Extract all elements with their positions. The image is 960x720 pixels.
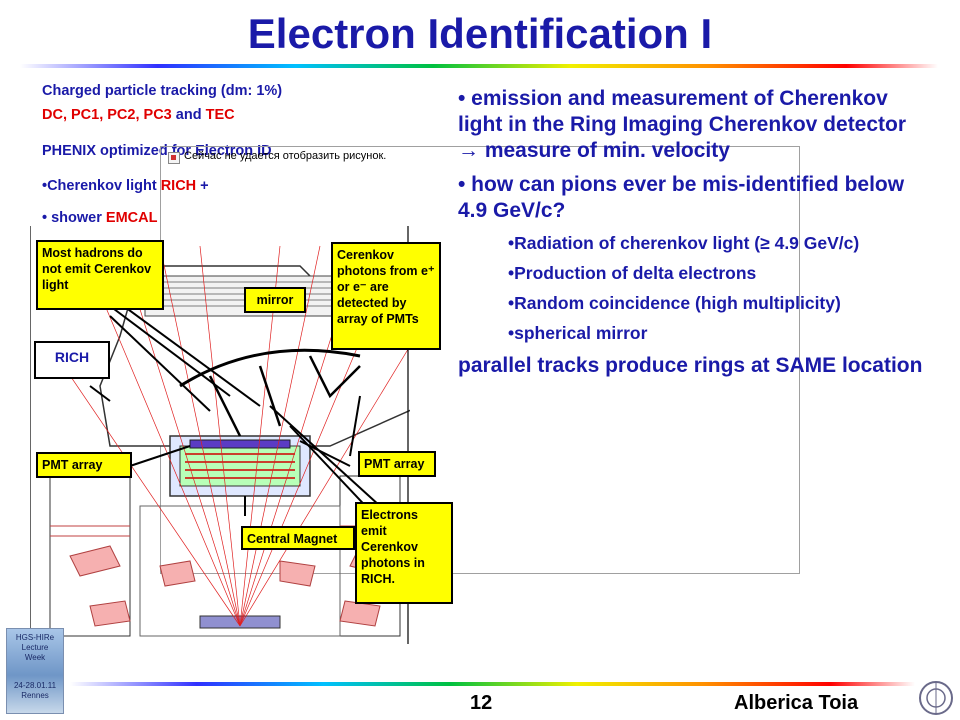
emcal-text: EMCAL <box>105 210 158 226</box>
cerenkov-label: Cerenkov photons from e⁺ or e⁻ are detec… <box>331 242 441 350</box>
pmt-array-right-label: PMT array <box>358 451 436 477</box>
detectors-line: DC, PC1, PC2, PC3 and TEC <box>42 106 235 124</box>
conclusion-line: parallel tracks produce rings at SAME lo… <box>458 352 928 379</box>
broken-image-text: Сейчас не удается отобразить рисунок. <box>184 150 387 162</box>
bullet-list: • emission and measurement of Cherenkov … <box>458 86 928 387</box>
badge-line-2: Lecture <box>21 643 49 652</box>
bullet-pions: • how can pions ever be mis-identified b… <box>458 173 905 222</box>
sub-bullet-delta: •Production of delta electrons <box>508 263 757 283</box>
badge-line-5: Rennes <box>21 691 49 700</box>
pmt-array-left-label: PMT array <box>36 452 132 478</box>
hadrons-label: Most hadrons do not emit Cerenkov light <box>36 240 164 310</box>
detectors-and: and <box>175 107 202 123</box>
author-name: Alberica Toia <box>734 692 859 714</box>
conclusion-text: parallel tracks produce rings at SAME lo… <box>458 354 923 377</box>
sub-bullet-coincidence: •Random coincidence (high multiplicity) <box>508 293 841 313</box>
badge-line-1: HGS-HIRe <box>15 633 55 642</box>
cherenkov-bullet: •Cherenkov light RICH + <box>42 177 209 195</box>
rich-label: RICH <box>34 341 110 379</box>
rich-text: RICH <box>160 178 197 194</box>
tracking-line: Charged particle tracking (dm: 1%) <box>42 83 283 99</box>
title-rainbow-rule <box>20 64 938 68</box>
cherenkov-text: •Cherenkov light <box>42 178 157 194</box>
sub-bullet-radiation: •Radiation of cherenkov light (≥ 4.9 GeV… <box>508 233 860 253</box>
footer-rainbow-rule <box>70 682 915 686</box>
bullet-min-velocity: → measure of min. velocity <box>458 139 730 162</box>
badge-line-3: Week <box>24 653 46 662</box>
central-magnet-label: Central Magnet <box>241 526 355 550</box>
sub-bullet-mirror: •spherical mirror <box>508 323 648 343</box>
mirror-label: mirror <box>244 287 306 313</box>
detectors-list: DC, PC1, PC2, PC3 <box>42 107 172 123</box>
broken-image-icon <box>168 152 180 164</box>
cern-logo-icon <box>919 681 953 715</box>
page-number: 12 <box>470 692 493 714</box>
hgs-hire-badge: HGS-HIRe Lecture Week 24-28.01.11 Rennes <box>6 628 64 714</box>
slide-title: Electron Identification I <box>247 10 713 57</box>
shower-bullet: • shower EMCAL <box>42 209 157 227</box>
badge-line-4: 24-28.01.11 <box>13 681 57 690</box>
shower-text: • shower <box>42 210 102 226</box>
electrons-label: Electrons emit Cerenkov photons in RICH. <box>355 502 453 604</box>
detector-tec: TEC <box>205 107 235 123</box>
phenix-line: PHENIX optimized for Electron ID <box>42 143 272 159</box>
plus-text: + <box>200 178 209 194</box>
bullet-cherenkov: • emission and measurement of Cherenkov … <box>458 87 907 136</box>
